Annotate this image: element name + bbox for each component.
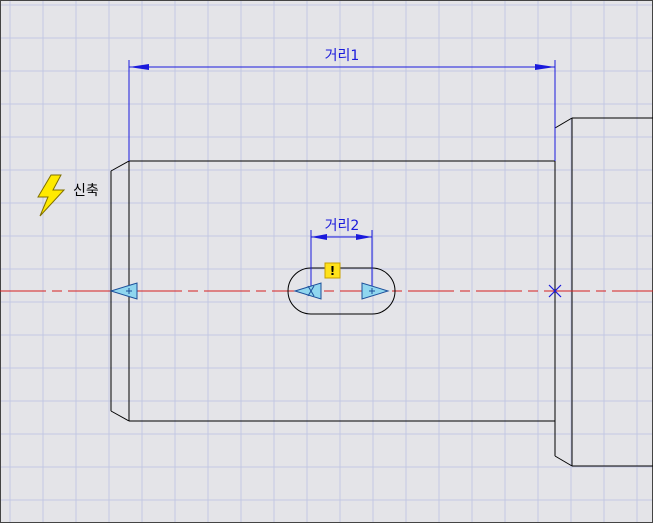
dimension-1-label[interactable]: 거리1 bbox=[325, 48, 360, 64]
shaft-shoulder[interactable] bbox=[554, 117, 653, 467]
dimension-2-label[interactable]: 거리2 bbox=[325, 218, 360, 234]
endpoint-marker[interactable] bbox=[548, 284, 562, 298]
dimension-1[interactable] bbox=[128, 60, 556, 161]
constraint-label[interactable]: 신축 bbox=[73, 183, 99, 199]
arrow-grip-slot-left[interactable] bbox=[293, 282, 322, 300]
warning-icon[interactable]: ! bbox=[324, 262, 341, 279]
dimension-2[interactable] bbox=[310, 230, 373, 291]
arrow-grip-slot-right[interactable] bbox=[361, 282, 390, 300]
arrow-grip-left[interactable] bbox=[109, 282, 138, 300]
lightning-bolt-icon[interactable] bbox=[37, 174, 66, 217]
warning-symbol: ! bbox=[330, 264, 335, 278]
keyway-slot[interactable] bbox=[287, 267, 396, 315]
